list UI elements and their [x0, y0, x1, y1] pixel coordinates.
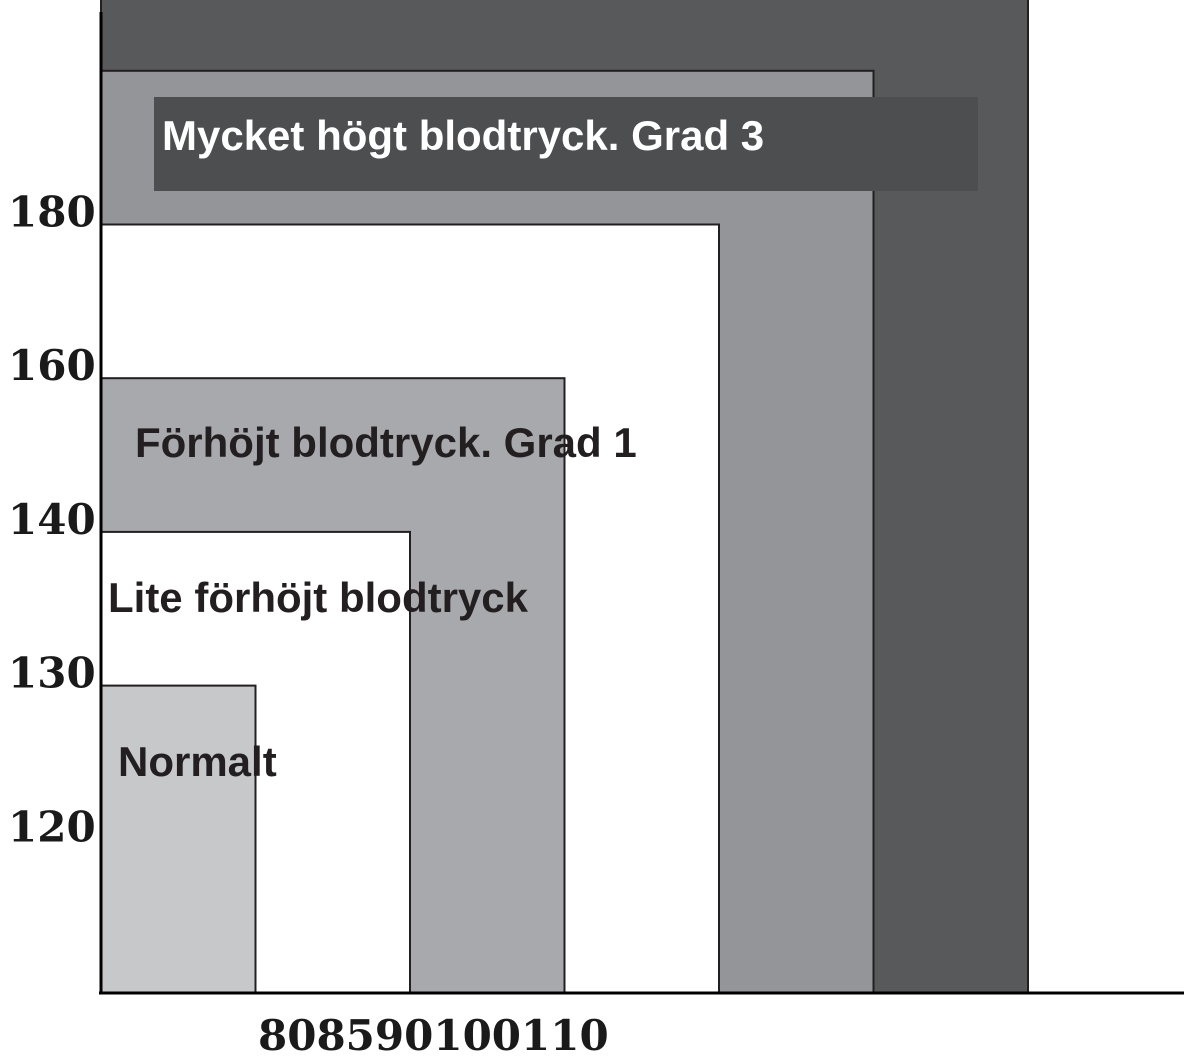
y-tick-180: 180: [8, 188, 96, 237]
y-tick-120: 120: [8, 802, 96, 851]
x-tick-labels: 808590100110: [258, 1011, 609, 1059]
zone-label-2: Högt blodtryck. Grad 2: [162, 272, 615, 319]
grade3-label-band: [154, 97, 978, 191]
zone-6: [100, 684, 257, 994]
y-tick-160: 160: [8, 341, 96, 390]
zone-label-4: Lite förhöjt blodtryck: [108, 574, 529, 621]
y-tick-140: 140: [8, 495, 96, 544]
y-tick-130: 130: [8, 649, 96, 698]
zone-label-3: Förhöjt blodtryck. Grad 1: [135, 419, 637, 466]
zone-label-1: Mycket högt blodtryck. Grad 3: [162, 112, 764, 159]
y-tick-labels: 120 130 140 160 180: [8, 188, 96, 852]
axes-layer: [99, 12, 1184, 995]
zones-layer: [100, 0, 1029, 995]
zone-label-5: Normalt: [118, 738, 277, 785]
zone-labels-layer: Mycket högt blodtryck. Grad 3 Högt blodtr…: [108, 112, 764, 785]
